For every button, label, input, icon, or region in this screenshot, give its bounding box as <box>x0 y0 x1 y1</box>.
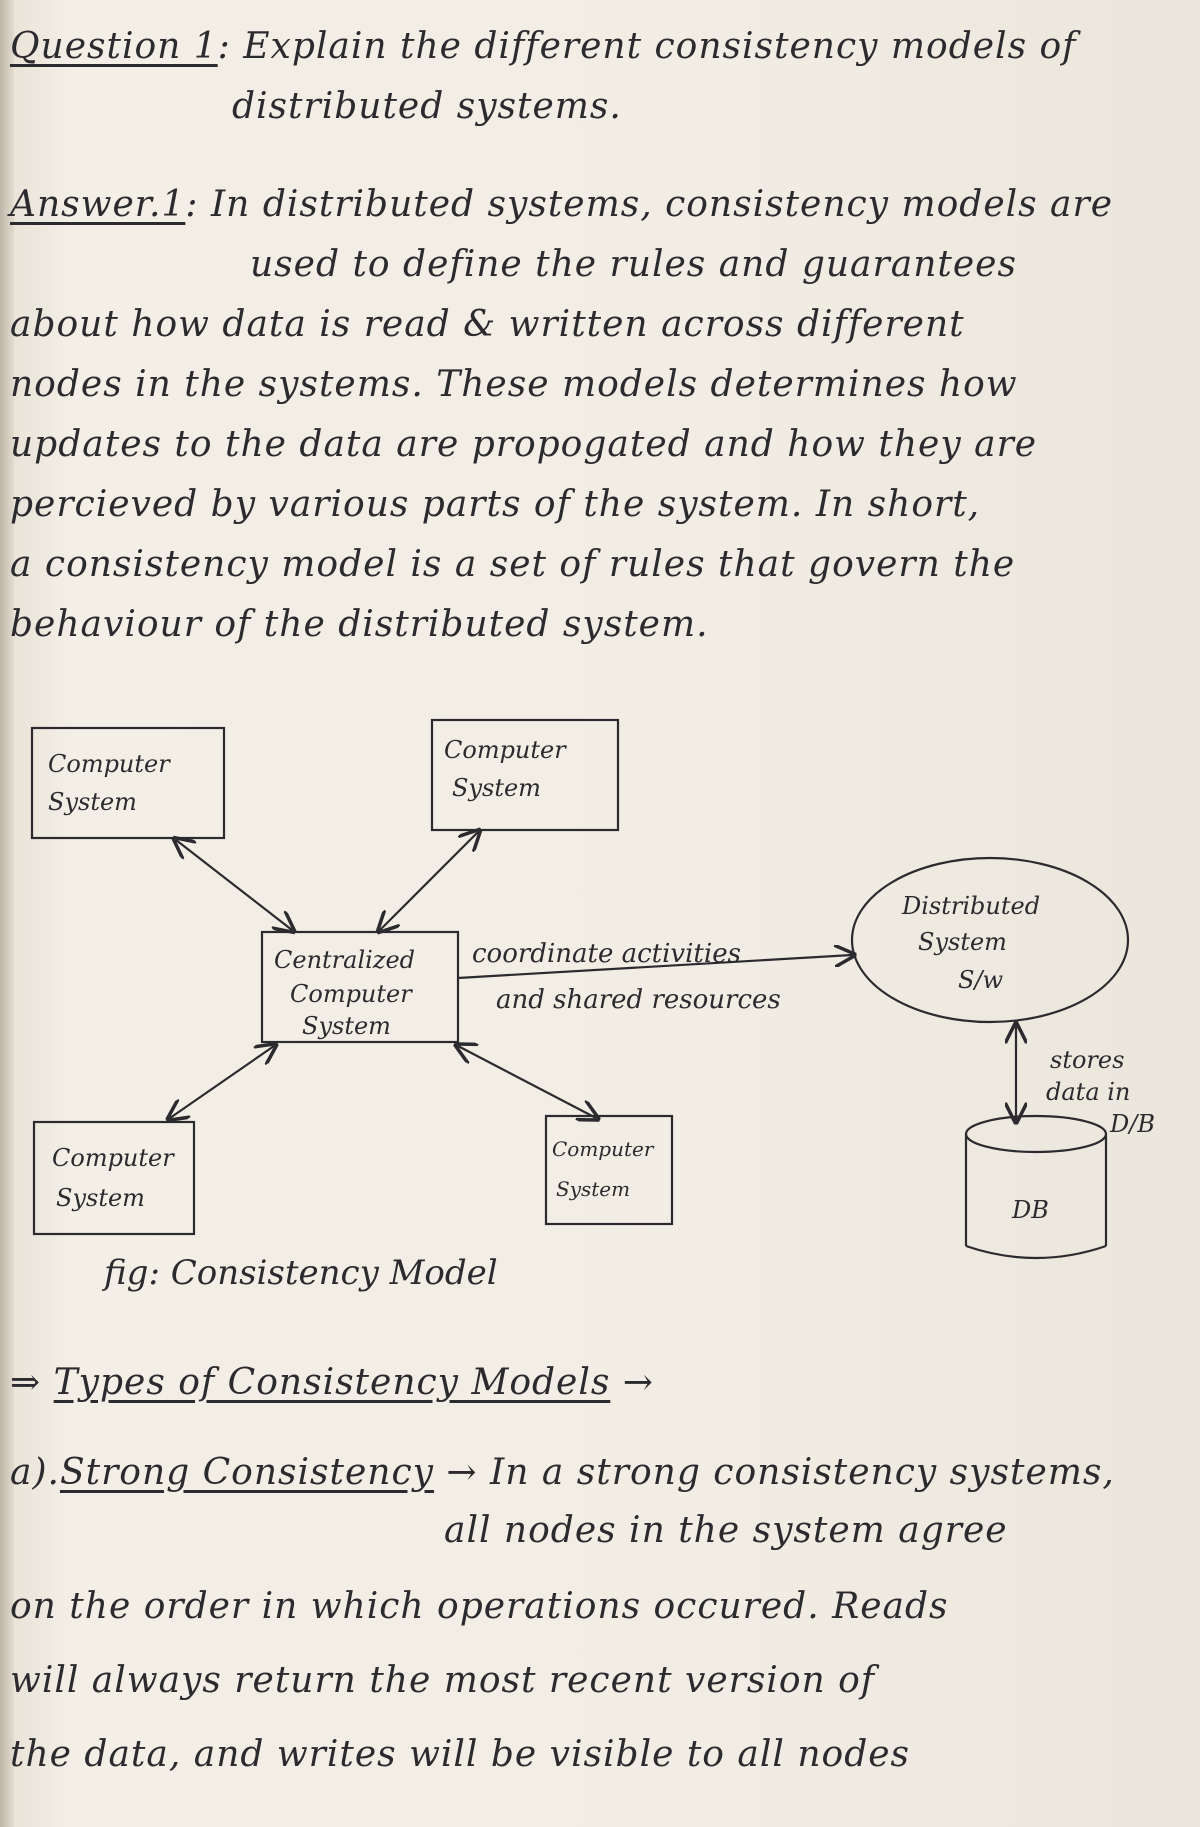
question-line-2: distributed systems. <box>232 86 622 127</box>
answer-line-1: Answer.1: In distributed systems, consis… <box>10 180 1113 230</box>
strong-consistency-text: In a strong consistency systems, <box>490 1452 1115 1493</box>
database-cylinder-icon: DB <box>964 1114 1108 1260</box>
node-label: S/w <box>958 966 1004 994</box>
page-binding <box>0 0 14 1827</box>
question-text: : Explain the different consistency mode… <box>217 26 1077 67</box>
node-label: System <box>556 1177 630 1201</box>
figure-caption: fig: Consistency Model <box>101 1253 498 1293</box>
edge-central-top-left <box>176 840 292 930</box>
question-label: Question 1 <box>10 26 218 67</box>
edge-central-bottom-left <box>170 1046 274 1118</box>
answer-line-6: percieved by various parts of the system… <box>10 484 981 525</box>
node-label: Computer <box>552 1137 655 1161</box>
title-arrow: → <box>446 1452 478 1493</box>
strong-consistency-line-3: on the order in which operations occured… <box>10 1586 949 1627</box>
distributed-system-software-node: Distributed System S/w <box>850 856 1130 1024</box>
node-label: System <box>452 774 541 802</box>
strong-consistency-line-2: all nodes in the system agree <box>444 1510 1008 1551</box>
edge-central-bottom-middle <box>458 1046 596 1118</box>
edge-label: data in <box>1046 1078 1130 1106</box>
centralized-computer-system-node: Centralized Computer System <box>260 930 460 1044</box>
node-label: Distributed <box>901 892 1040 920</box>
node-label: Computer <box>52 1144 175 1172</box>
answer-line-8: behaviour of the distributed system. <box>10 604 709 645</box>
computer-system-node-top-left: Computer System <box>30 726 226 840</box>
node-label: System <box>48 788 137 816</box>
edge-central-to-distributed <box>457 955 852 980</box>
strong-consistency-line-5: the data, and writes will be visible to … <box>10 1734 911 1775</box>
node-label: Computer <box>444 736 567 764</box>
edge-label: coordinate activities <box>472 939 741 969</box>
answer-line-4: nodes in the systems. These models deter… <box>10 364 1018 405</box>
item-label: a). <box>10 1452 60 1493</box>
answer-line-3: about how data is read & written across … <box>10 304 965 345</box>
strong-consistency-title: Strong Consistency <box>59 1452 434 1493</box>
edge-central-top-middle <box>380 832 478 930</box>
answer-line-5: updates to the data are propogated and h… <box>10 424 1038 465</box>
node-label: Computer <box>290 980 413 1008</box>
node-label: System <box>56 1184 145 1212</box>
edge-label: and shared resources <box>496 985 781 1015</box>
answer-label: Answer.1 <box>10 184 186 225</box>
strong-consistency-line-1: a).Strong Consistency → In a strong cons… <box>10 1448 1115 1498</box>
db-label: DB <box>1011 1196 1049 1224</box>
types-heading: Types of Consistency Models <box>53 1362 611 1403</box>
types-heading-line: ⇒ Types of Consistency Models → <box>10 1358 654 1408</box>
answer-line-7: a consistency model is a set of rules th… <box>10 544 1016 585</box>
answer-text: : In distributed systems, consistency mo… <box>185 184 1114 225</box>
implies-arrow: ⇒ <box>10 1362 42 1403</box>
heading-arrow: → <box>622 1362 654 1403</box>
node-label: System <box>302 1012 391 1040</box>
edge-label: stores <box>1050 1046 1124 1074</box>
node-label: Computer <box>48 750 171 778</box>
edge-label: D/B <box>1109 1110 1155 1138</box>
computer-system-node-bottom-left: Computer System <box>32 1120 196 1236</box>
consistency-model-diagram: Computer System Computer System Centrali… <box>30 718 1155 1293</box>
answer-line-2: used to define the rules and guarantees <box>250 244 1017 285</box>
computer-system-node-top-middle: Computer System <box>430 718 620 832</box>
strong-consistency-line-4: will always return the most recent versi… <box>10 1660 876 1701</box>
question-line-1: Question 1: Explain the different consis… <box>10 22 1077 72</box>
node-label: Centralized <box>274 946 415 974</box>
computer-system-node-bottom-middle: Computer System <box>544 1114 674 1226</box>
node-label: System <box>918 928 1007 956</box>
